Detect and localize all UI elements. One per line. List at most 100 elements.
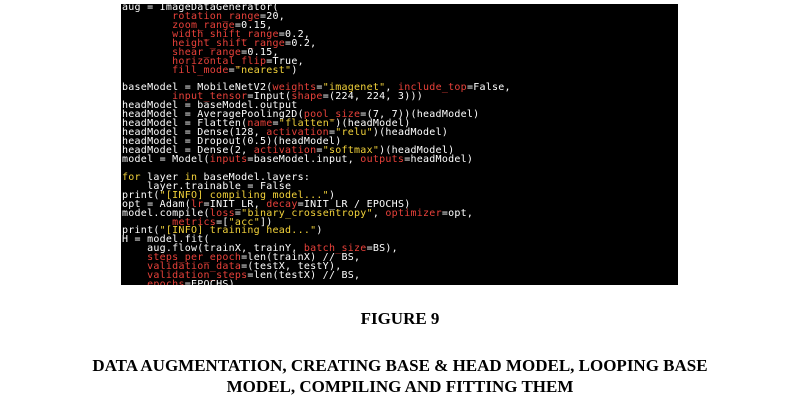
code-token: steps_per_epoch xyxy=(147,252,242,264)
code-line: print("[INFO] compiling model...") xyxy=(122,189,678,201)
code-token: = xyxy=(328,127,336,139)
code-token: horizontal_flip xyxy=(122,55,267,67)
code-token: =(7, 7))(headModel) xyxy=(360,109,480,121)
code-token: metrics xyxy=(172,216,217,228)
code-token: shape xyxy=(291,91,323,103)
code-line: metrics=["acc"]) xyxy=(122,216,678,228)
code-token: ) xyxy=(291,64,298,76)
code-token: =INIT_LR, xyxy=(203,198,267,210)
code-token: "acc" xyxy=(228,216,260,228)
code-token: )(headModel) xyxy=(335,118,411,130)
caption-line-1: DATA AUGMENTATION, CREATING BASE & HEAD … xyxy=(92,356,708,375)
code-token: baseModel.layers: xyxy=(197,171,311,183)
code-token: =BS), xyxy=(366,243,398,255)
code-token: layer xyxy=(140,171,185,183)
code-token: "softmax" xyxy=(322,145,380,156)
code-token: inputs xyxy=(209,153,248,165)
code-line: input_tensor=Input(shape=(224, 224, 3))) xyxy=(122,91,678,103)
code-token: loss xyxy=(209,207,235,219)
code-token: ]) xyxy=(259,216,273,228)
code-token: = xyxy=(272,118,279,130)
figure-label: FIGURE 9 xyxy=(360,309,440,328)
code-token: headModel = Dense(2, xyxy=(122,145,254,156)
code-token: epochs xyxy=(147,279,185,285)
code-token: "[INFO] compiling model..." xyxy=(159,189,329,201)
code-token: model = Model( xyxy=(122,153,210,165)
code-line: model.compile(loss="binary_crossentropy"… xyxy=(122,207,678,219)
code-token: opt = Adam( xyxy=(122,198,191,210)
code-line: shear_range=0.15, xyxy=(122,46,678,58)
code-token: headModel = Flatten( xyxy=(122,118,248,130)
code-token: model.compile( xyxy=(122,207,210,219)
code-token: print( xyxy=(122,225,160,237)
code-line: validation_steps=len(testX) // BS, xyxy=(122,270,678,282)
code-line: for layer in baseModel.layers: xyxy=(122,171,678,183)
code-line: headModel = baseModel.output xyxy=(122,100,678,112)
code-line: epochs=EPOCHS) xyxy=(122,279,678,285)
code-token: decay xyxy=(266,198,298,210)
code-line: headModel = Dense(2, activation="softmax… xyxy=(122,145,678,156)
code-token: "[INFO] training head..." xyxy=(159,225,317,237)
code-token: = xyxy=(316,145,323,156)
code-token: width_shift_range xyxy=(122,28,279,40)
code-line: rotation_range=20, xyxy=(122,10,678,22)
code-token: =EPOCHS) xyxy=(184,279,235,285)
code-token: =baseModel.input, xyxy=(247,153,361,165)
code-token: rotation_range xyxy=(122,10,260,22)
code-token: headModel = baseModel.output xyxy=(122,100,298,112)
code-token: zoom_range xyxy=(122,19,235,31)
code-token: for xyxy=(122,171,141,183)
code-token: validation_steps xyxy=(147,270,248,282)
code-token: shear_range xyxy=(122,46,242,58)
code-token: =len(testX) // BS, xyxy=(247,270,361,282)
code-token: , xyxy=(372,207,386,219)
code-token: =headModel) xyxy=(404,153,474,165)
code-token: height_shift_range xyxy=(122,37,286,49)
code-token: "binary_crossentropy" xyxy=(241,207,373,219)
code-token: aug = ImageDataGenerator( xyxy=(122,4,279,13)
code-token: ) xyxy=(328,189,336,201)
code-token: = xyxy=(228,64,235,76)
code-token: activation xyxy=(253,145,317,156)
figure-caption: DATA AUGMENTATION, CREATING BASE & HEAD … xyxy=(0,355,800,397)
code-screenshot: aug = ImageDataGenerator( rotation_range… xyxy=(121,4,678,285)
code-line: baseModel = MobileNetV2(weights="imagene… xyxy=(122,82,678,94)
code-line: headModel = AveragePooling2D(pool_size=(… xyxy=(122,109,678,121)
code-token: =len(trainX) // BS, xyxy=(241,252,361,264)
code-token: =[ xyxy=(216,216,229,228)
code-line: headModel = Dropout(0.5)(headModel) xyxy=(122,136,678,148)
code-token: pool_size xyxy=(303,109,361,121)
code-token: "nearest" xyxy=(234,64,292,76)
code-token: "imagenet" xyxy=(322,82,386,94)
code-token: fill_mode xyxy=(122,64,229,76)
code-token: =Input( xyxy=(247,91,292,103)
code-line: model = Model(inputs=baseModel.input, ou… xyxy=(122,153,678,165)
code-token: headModel = AveragePooling2D( xyxy=(122,109,304,121)
code-token: baseModel = MobileNetV2( xyxy=(122,82,273,94)
code-token: = xyxy=(316,82,323,94)
code-line: steps_per_epoch=len(trainX) // BS, xyxy=(122,252,678,264)
code-token: =True, xyxy=(266,55,304,67)
code-token: name xyxy=(247,118,273,130)
code-token: in xyxy=(184,171,198,183)
code-token: include_top xyxy=(397,82,467,94)
code-token: )(headModel) xyxy=(372,127,449,139)
code-token: =0.2, xyxy=(285,37,317,49)
code-line: validation_data=(testX, testY), xyxy=(122,261,678,273)
code-token: layer.trainable = False xyxy=(122,180,292,192)
code-token: =0.15, xyxy=(234,19,273,31)
code-line: horizontal_flip=True, xyxy=(122,55,678,67)
code-token: =(testX, testY), xyxy=(241,261,342,273)
code-line: headModel = Dense(128, activation="relu"… xyxy=(122,127,678,139)
code-line: height_shift_range=0.2, xyxy=(122,37,678,49)
code-token xyxy=(122,279,147,285)
code-token: input_tensor xyxy=(172,91,248,103)
code-line: print("[INFO] training head...") xyxy=(122,225,678,237)
code-token: , xyxy=(385,82,398,94)
code-token: validation_data xyxy=(147,261,242,273)
code-token: =20, xyxy=(259,10,286,22)
code-token: "flatten" xyxy=(278,118,336,130)
code-token: headModel = Dropout(0.5)(headModel) xyxy=(122,136,342,148)
code-line: fill_mode="nearest") xyxy=(122,64,678,76)
code-token: =INIT_LR / EPOCHS) xyxy=(297,198,411,210)
